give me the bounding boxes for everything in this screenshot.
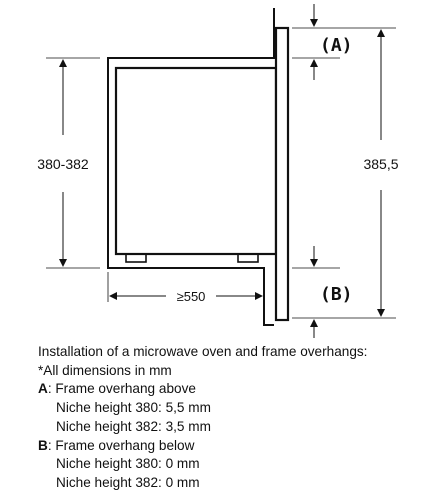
oven-foot-right (237, 253, 259, 263)
caption-title: Installation of a microwave oven and fra… (38, 344, 368, 359)
caption-a-380: Niche height 380: 5,5 mm (56, 400, 211, 416)
caption-a-382: Niche height 382: 3,5 mm (56, 418, 211, 434)
caption-b-382: Niche height 382: 0 mm (56, 474, 200, 490)
caption-b-key: B (38, 437, 48, 453)
oven-foot-left (125, 253, 147, 263)
dim-label-niche-depth: ≥550 (177, 289, 206, 304)
extension-lines (46, 27, 396, 319)
caption-b-heading: B: Frame overhang below (38, 437, 434, 456)
dim-label-niche-height: 380-382 (37, 156, 89, 172)
label-overhang-b: (B) (320, 284, 353, 305)
caption-note: *All dimensions in mm (38, 362, 172, 378)
caption-b-text: : Frame overhang below (47, 437, 195, 453)
caption-a-key: A (38, 381, 48, 397)
oven-body (114, 66, 278, 256)
caption-block: Installation of a microwave oven and fra… (38, 343, 434, 493)
niche-outline (107, 8, 275, 326)
caption-b-380: Niche height 380: 0 mm (56, 456, 200, 472)
frame-panel (274, 26, 290, 322)
installation-diagram: 380-382 385,5 ≥550 (A) (B) (37, 4, 399, 338)
label-overhang-a: (A) (320, 35, 353, 56)
caption-a-text: : Frame overhang above (47, 381, 196, 397)
caption-a-heading: A: Frame overhang above (38, 380, 434, 399)
dim-label-frame-height: 385,5 (363, 156, 398, 172)
